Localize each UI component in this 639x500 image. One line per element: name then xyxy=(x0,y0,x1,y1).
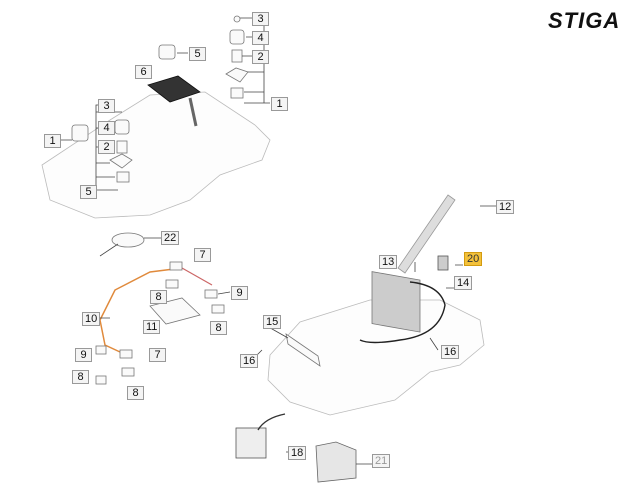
ribbon-cable xyxy=(188,97,198,127)
circuit-board xyxy=(371,271,421,333)
stiga-logo: STIGA xyxy=(548,8,621,33)
cable-14 xyxy=(359,281,446,344)
part-label-13[interactable]: 13 xyxy=(379,255,398,269)
part-label-16[interactable]: 16 xyxy=(441,345,460,359)
part-label-2[interactable]: 2 xyxy=(98,140,115,154)
part-label-4[interactable]: 4 xyxy=(98,121,115,135)
clip-parts xyxy=(95,261,225,385)
part-label-3[interactable]: 3 xyxy=(98,99,115,113)
part-label-3[interactable]: 3 xyxy=(252,12,269,26)
connector-20 xyxy=(437,255,449,271)
part-label-5[interactable]: 5 xyxy=(80,185,97,199)
battery-18 xyxy=(235,427,267,459)
part-label-22[interactable]: 22 xyxy=(161,231,180,245)
part-label-14[interactable]: 14 xyxy=(454,276,473,290)
part-label-8[interactable]: 8 xyxy=(72,370,89,384)
part-label-15[interactable]: 15 xyxy=(263,315,282,329)
part-label-10[interactable]: 10 xyxy=(82,312,101,326)
upper-body-shell xyxy=(41,91,271,219)
part-label-18[interactable]: 18 xyxy=(288,446,307,460)
part-label-2[interactable]: 2 xyxy=(252,50,269,64)
part-label-1[interactable]: 1 xyxy=(271,97,288,111)
wire-harness xyxy=(99,267,183,353)
bracket-15 xyxy=(285,333,321,367)
part-label-11[interactable]: 11 xyxy=(143,320,161,334)
display-panel xyxy=(147,75,201,103)
part-label-1[interactable]: 1 xyxy=(44,134,61,148)
part-label-20-highlighted[interactable]: 20 xyxy=(464,252,483,266)
part-label-7[interactable]: 7 xyxy=(149,348,166,362)
lower-chassis xyxy=(267,299,485,416)
part-label-21[interactable]: 21 xyxy=(372,454,391,468)
disc-part xyxy=(111,232,145,248)
part-label-8[interactable]: 8 xyxy=(150,290,167,304)
battery-cover-21 xyxy=(315,441,357,483)
part-label-8[interactable]: 8 xyxy=(210,321,227,335)
ribbon-cable-12 xyxy=(397,194,456,274)
part-label-16[interactable]: 16 xyxy=(240,354,259,368)
part-label-12[interactable]: 12 xyxy=(496,200,515,214)
plate-part xyxy=(149,297,201,325)
part-label-8[interactable]: 8 xyxy=(127,386,144,400)
part-label-5[interactable]: 5 xyxy=(189,47,206,61)
part-label-7[interactable]: 7 xyxy=(194,248,211,262)
part-label-9[interactable]: 9 xyxy=(231,286,248,300)
part-label-6[interactable]: 6 xyxy=(135,65,152,79)
part-label-9[interactable]: 9 xyxy=(75,348,92,362)
part-label-4[interactable]: 4 xyxy=(252,31,269,45)
